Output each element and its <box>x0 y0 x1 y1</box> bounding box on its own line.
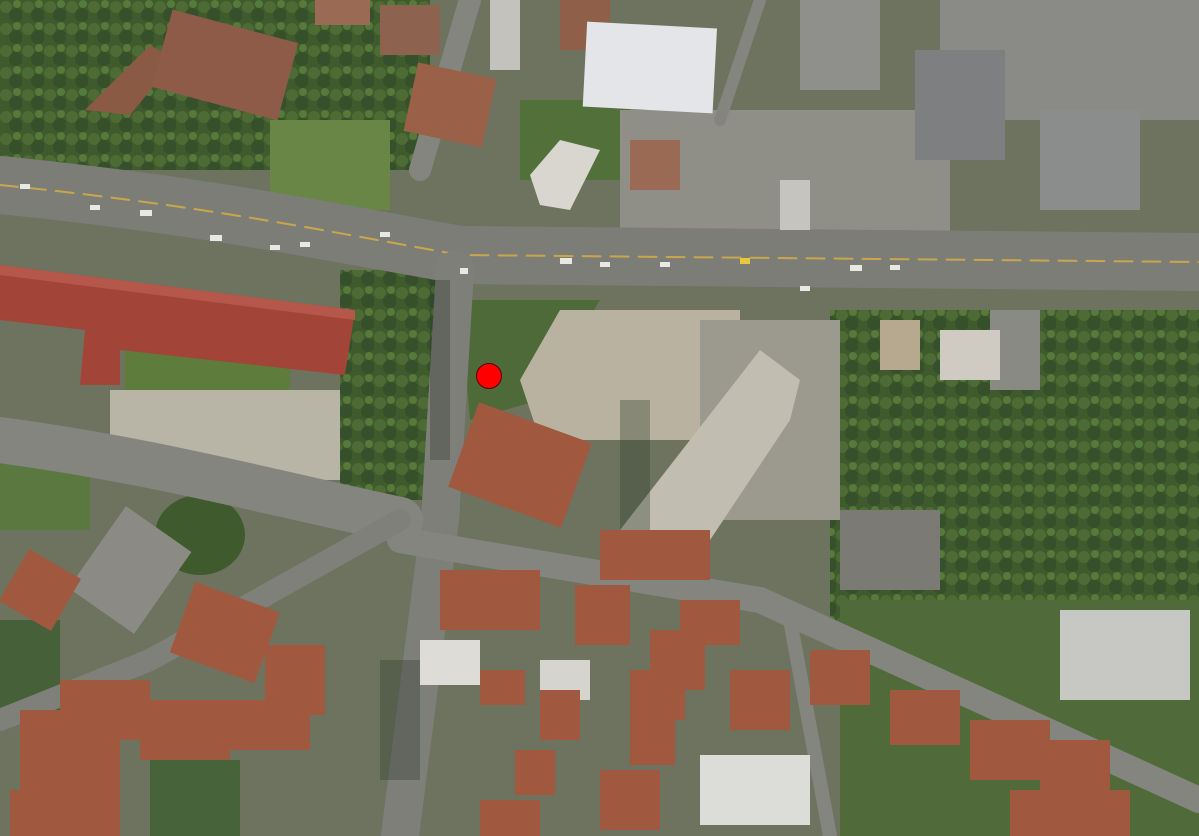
buildings-light <box>68 0 1190 825</box>
buildings-redroof <box>0 0 680 385</box>
location-marker-icon[interactable] <box>476 363 502 389</box>
vehicles <box>20 184 900 291</box>
shadows <box>380 280 650 780</box>
buildings-residential <box>0 402 1130 836</box>
